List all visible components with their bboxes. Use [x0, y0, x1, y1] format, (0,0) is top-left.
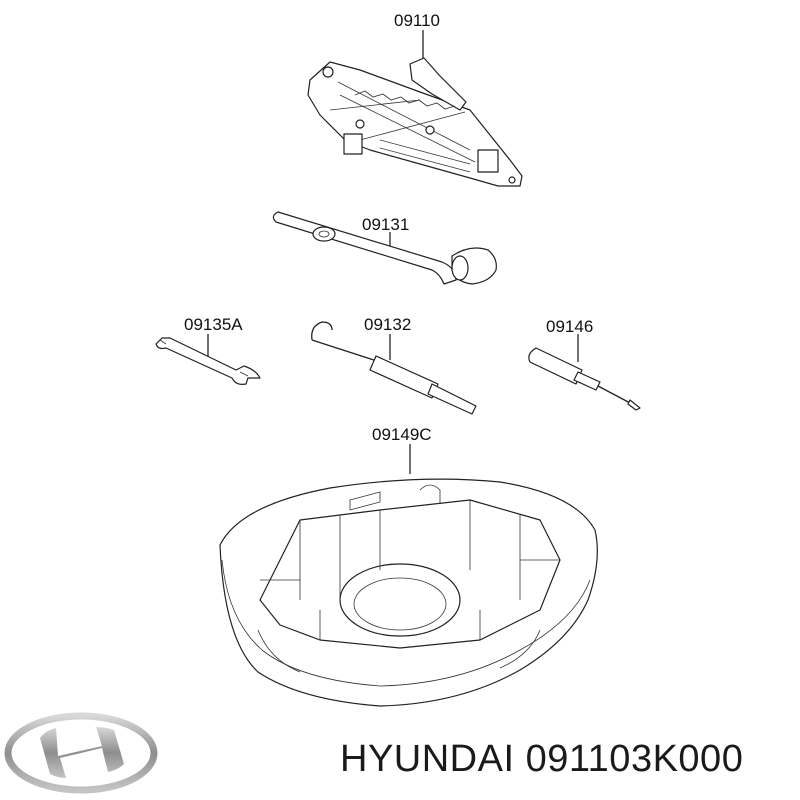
part-number: 091103K000 — [525, 738, 744, 780]
hyundai-logo-icon — [4, 712, 158, 794]
brand-name: HYUNDAI — [340, 738, 515, 780]
label-wrench: 09135A — [184, 315, 243, 334]
label-handle: 09131 — [362, 215, 409, 234]
hook-rod-drawing — [311, 321, 477, 415]
label-screwdriver: 09146 — [546, 317, 593, 336]
label-tray: 09149C — [372, 425, 432, 444]
label-hook: 09132 — [364, 315, 411, 334]
wrench-drawing — [155, 334, 261, 385]
jack-drawing — [307, 30, 523, 187]
part-caption: HYUNDAI 091103K000 — [340, 738, 743, 781]
screwdriver-drawing — [528, 334, 641, 411]
jack-handle-drawing — [272, 211, 497, 285]
label-jack: 09110 — [394, 11, 440, 30]
tool-tray-drawing — [219, 444, 598, 707]
